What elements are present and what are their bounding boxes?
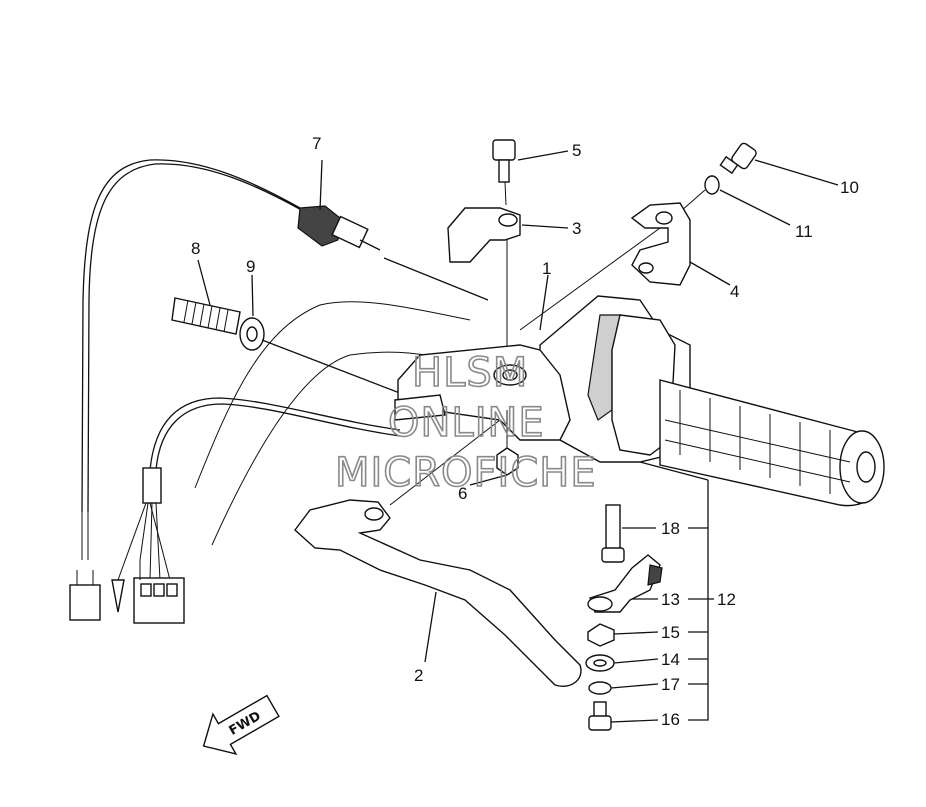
callout-6: 6 [458,484,467,503]
callout-3: 3 [572,219,581,238]
part-14-washer [585,654,659,672]
part-12-bracket-line [639,461,714,721]
callout-7: 7 [312,134,321,153]
part-3-clamp [447,207,569,370]
fwd-arrow-icon: FWD [202,694,280,755]
part-15-nut [587,623,659,647]
switch-wire-harness [111,397,401,624]
handlebar-outline [194,301,471,546]
part-8-adjuster-bolt [171,259,241,335]
part-17-spring-washer [588,681,659,695]
part-13-hot-start-lever [587,554,663,613]
callout-8: 8 [191,239,200,258]
callout-16: 16 [661,710,680,729]
watermark-line-1: HLSM [412,350,528,396]
callout-17: 17 [661,675,680,694]
watermark: HLSM ONLINE MICROFICHE [334,349,597,497]
part-18-bolt [601,504,656,563]
watermark-line-3: MICROFICHE [335,450,597,496]
clutch-cable [69,159,306,621]
callout-5: 5 [572,141,581,160]
callout-9: 9 [246,257,255,276]
part-10-screw [719,142,839,186]
part-7-cable-adjuster [297,159,489,301]
watermark-line-2: ONLINE [388,400,545,446]
part-1-lever-holder [394,344,571,441]
part-16-screw [588,701,659,731]
callout-2: 2 [414,666,423,685]
callout-18: 18 [661,519,680,538]
handlebar-switch-assembly [539,274,885,507]
callout-4: 4 [730,282,739,301]
callout-13: 13 [661,590,680,609]
part-9-locknut [239,274,406,396]
callout-10: 10 [840,178,859,197]
part-2-clutch-lever [294,419,582,687]
callout-1: 1 [542,259,551,278]
part-5-bolt [492,139,569,206]
callout-labels: 1 2 3 4 5 6 7 8 9 10 11 12 13 14 15 16 1… [191,134,859,729]
callout-15: 15 [661,623,680,642]
callout-12: 12 [717,590,736,609]
part-6-nut [469,410,519,486]
part-4-bracket [519,202,731,331]
callout-11: 11 [795,222,813,241]
callout-14: 14 [661,650,680,669]
